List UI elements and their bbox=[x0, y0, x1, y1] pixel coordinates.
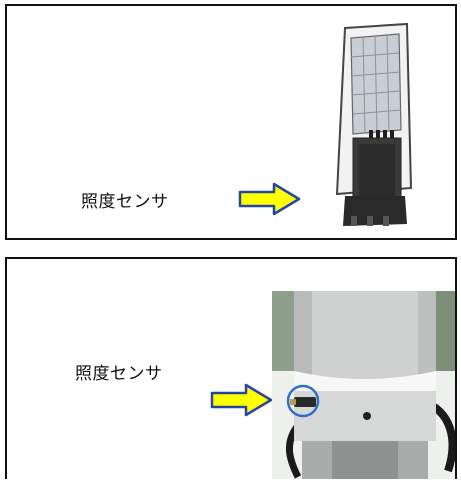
right-arrow-icon bbox=[210, 383, 273, 417]
panel-pole-closeup: 照度センサ bbox=[5, 257, 457, 479]
right-arrow-icon bbox=[238, 182, 301, 216]
illuminance-sensor-label: 照度センサ bbox=[81, 192, 169, 212]
solar-street-light-illustration bbox=[335, 22, 413, 226]
panel-solar-light: 照度センサ bbox=[5, 4, 457, 240]
pole-closeup-illustration bbox=[272, 291, 455, 479]
illuminance-sensor-label: 照度センサ bbox=[75, 364, 163, 384]
